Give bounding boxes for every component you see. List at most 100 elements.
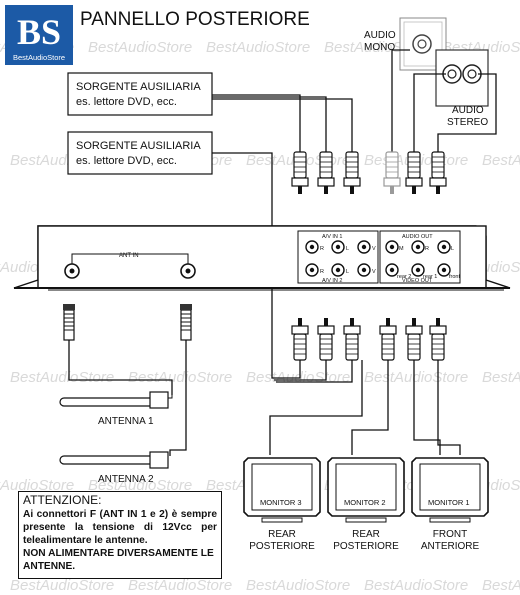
av-in-1-label: A/V IN 1 [322,234,342,240]
watermark-text: BestAudioStore [10,369,114,386]
monitor-caption: FRONT [433,529,467,540]
monitor-screen-label: MONITOR 3 [260,498,302,507]
monitor-2-cable [351,360,389,455]
ant-in-label: ANT IN [119,253,139,259]
jack-label: V [372,246,376,252]
jack-label: R [425,246,429,252]
watermark-text: BestAudioStore [246,577,350,594]
jack-label: rear 1 [423,274,437,280]
jack-label: L [451,246,454,252]
jack-label: M [399,246,404,252]
source-2-cable [212,152,301,379]
monitor-caption-sub: ANTERIORE [421,541,480,552]
watermark-text: BestAudioStore [88,39,192,56]
monitor-caption-sub: POSTERIORE [333,541,399,552]
monitor-caption: REAR [352,529,380,540]
rca-plug [429,318,447,361]
audio-stereo-cable-r [413,73,446,152]
antenna-1: ANTENNA 1 [59,391,173,427]
rca-plug [343,151,361,194]
audio-mono-label-1: AUDIO [364,30,396,41]
source-1-cable-c [212,98,353,152]
device-back-panel: ANT IN A/V IN 1 A/V IN 2 R L V R L V AUDIO OU… [13,225,511,291]
warning-body: Ai connettori F (ANT IN 1 e 2) è sempre … [23,509,217,546]
audio-stereo-label-2: STEREO [447,117,488,128]
watermark-text: BestAudioStore [88,477,192,494]
source-1-cable [212,94,301,152]
monitor-1-cable [413,360,441,455]
watermark-text: BestAudioStore [206,39,310,56]
watermark-text: BestAudioStore [128,369,232,386]
monitor-3-cable [269,360,363,455]
jack-label: R [320,246,324,252]
rca-plug [343,318,361,361]
warning-title: ATTENZIONE: [23,493,102,507]
page-title: PANNELLO POSTERIORE [80,9,310,30]
antenna-1-label: ANTENNA 1 [98,416,154,427]
rca-plug [291,151,309,194]
audio-mono-wall-panel: AUDIO MONO [364,17,447,71]
antenna-2: ANTENNA 2 [59,451,169,485]
watermark-text: BestAudioStore [10,577,114,594]
jack-label: L [346,246,349,252]
rca-plug [317,318,335,361]
watermark-text: BestAudioStore [364,369,468,386]
av-input-jacks: R L V R L V [305,240,376,277]
video-out-label: VIDEO OUT [402,278,433,284]
source-box-1: SORGENTE AUSILIARIA es. lettore DVD, ecc… [67,72,213,116]
rca-plug [383,151,401,194]
rca-plug [405,318,423,361]
watermark-text: BestAudioStore [482,152,520,169]
source-2-cable-b [274,360,327,381]
watermark-text: BestAudioStore [0,477,74,494]
watermark-text: BestAudioStore [364,577,468,594]
source-box-2: SORGENTE AUSILIARIA es. lettore DVD, ecc… [67,131,213,175]
antenna-1-cable [68,340,173,395]
av-in-2-label: A/V IN 2 [322,278,342,284]
audio-out-label: AUDIO OUT [402,234,433,240]
warning-emphasis: NON ALIMENTARE DIVERSAMENTE LE ANTENNE. [23,548,214,572]
jack-label: rear 2 [397,274,411,280]
jack-label: L [346,269,349,275]
jack-label: V [372,269,376,275]
ant-in-2-connector [180,263,196,279]
monitor-screen-label: MONITOR 1 [428,498,470,507]
antenna-2-cable [169,340,187,456]
bestaudiostore-logo: BS BestAudioStore [5,5,73,65]
watermark-text: BestAudioStore [128,577,232,594]
jack-label: front [449,274,460,280]
source-1-cable-b [212,96,327,152]
rca-plug [405,151,423,194]
audio-stereo-cable-l [437,73,497,152]
source-1-title: SORGENTE AUSILIARIA [76,81,201,93]
monitor-screen-label: MONITOR 2 [344,498,386,507]
ant-in-1-connector [64,263,80,279]
monitor-caption: REAR [268,529,296,540]
antenna-1-f-plug [63,304,75,341]
svg-text:BS: BS [17,12,61,52]
logo-text: BestAudioStore [13,53,65,62]
source-2-cable-c [276,360,353,383]
audio-stereo-wall-panel: AUDIO STEREO [435,49,489,128]
rca-plug [379,318,397,361]
antenna-2-label: ANTENNA 2 [98,474,154,485]
source-2-subtitle: es. lettore DVD, ecc. [76,155,177,167]
monitor-audio-cable [437,360,461,455]
monitor-caption-sub: POSTERIORE [249,541,315,552]
audio-mono-cable [391,49,410,152]
audio-mono-label-2: MONO [364,42,395,53]
jack-label: R [320,269,324,275]
rca-plug [291,318,309,361]
upper-rca-plugs [291,151,447,194]
source-2-title: SORGENTE AUSILIARIA [76,140,201,152]
rca-plug [429,151,447,194]
antenna-2-f-plug [180,304,192,341]
watermark-text: BestAudioStore [482,369,520,386]
source-1-subtitle: es. lettore DVD, ecc. [76,96,177,108]
